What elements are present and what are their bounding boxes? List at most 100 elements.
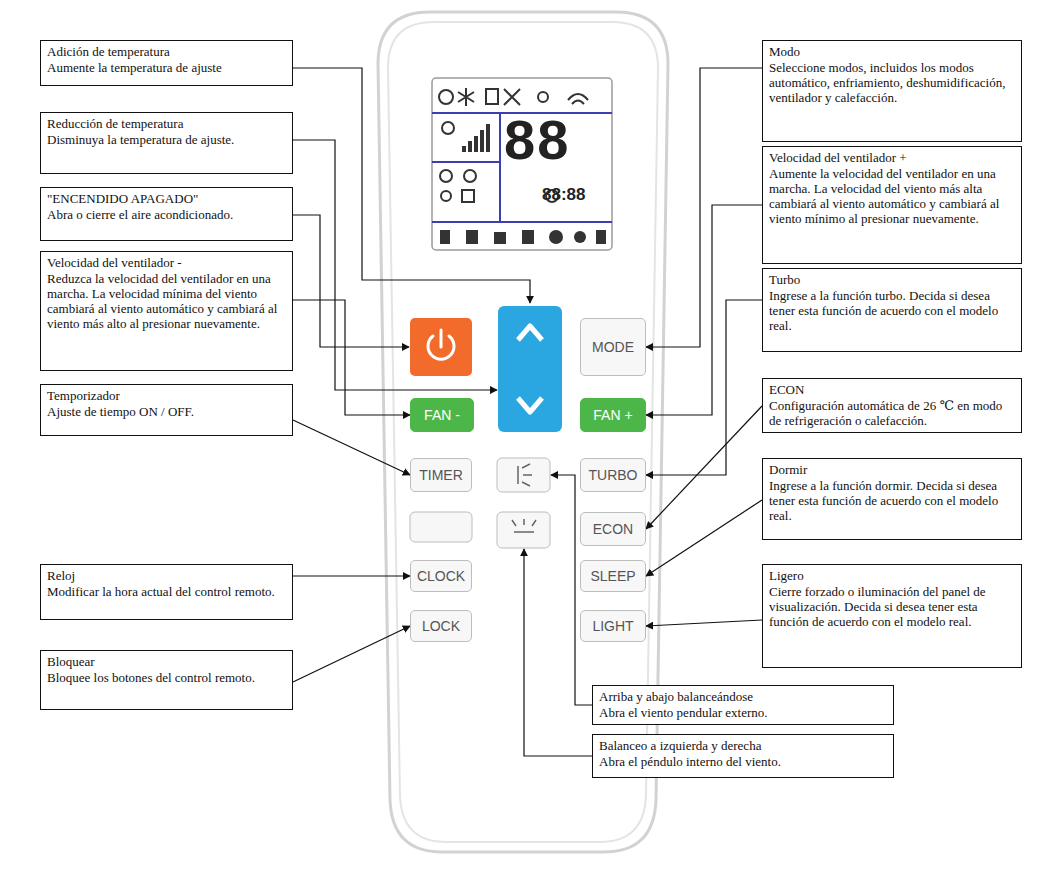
lcd-icon xyxy=(442,122,454,134)
lcd-icon xyxy=(574,231,586,243)
callout-heading: Modo xyxy=(769,44,1015,59)
callout-box: BloquearBloquee los botones del control … xyxy=(40,650,293,710)
leader-line xyxy=(293,215,409,347)
callout-heading: Adición de temperatura xyxy=(47,44,286,59)
callout-text: Aumente la velocidad del ventilador en u… xyxy=(769,166,1015,226)
callout-text: Ingrese a la función turbo. Decida si de… xyxy=(769,288,1015,333)
lcd-bar xyxy=(480,130,484,152)
callout-box: Velocidad del ventilador +Aumente la vel… xyxy=(762,146,1022,264)
leader-line xyxy=(646,205,762,415)
lcd-icon xyxy=(464,170,476,182)
callout-box: RelojModificar la hora actual del contro… xyxy=(40,564,293,620)
leader-line xyxy=(293,626,410,682)
callout-box: Adición de temperaturaAumente la tempera… xyxy=(40,40,293,86)
leader-line xyxy=(293,140,497,390)
callout-heading: ECON xyxy=(769,382,1015,397)
callout-heading: "ENCENDIDO APAGADO" xyxy=(47,191,286,206)
lcd-icon xyxy=(441,191,451,201)
leader-line xyxy=(646,500,762,576)
button-label: FAN - xyxy=(424,407,460,423)
lcd-icon xyxy=(486,89,498,104)
button-label: LIGHT xyxy=(592,618,633,634)
leader-line xyxy=(646,68,762,347)
remote-button: LIGHT xyxy=(580,610,646,642)
swing-updown-button xyxy=(497,458,550,492)
callout-heading: Turbo xyxy=(769,272,1015,287)
lcd-divider xyxy=(432,221,612,223)
lcd-icon xyxy=(458,88,474,106)
leader-line xyxy=(293,575,410,576)
callout-heading: Bloquear xyxy=(47,654,286,669)
lcd-icon xyxy=(440,230,450,244)
button-label: LOCK xyxy=(422,618,460,634)
lcd-icon xyxy=(440,170,452,182)
callout-box: "ENCENDIDO APAGADO"Abra o cierre el aire… xyxy=(40,187,293,241)
button-label: SLEEP xyxy=(590,568,635,584)
remote-button: MODE xyxy=(580,318,646,376)
remote-button: TIMER xyxy=(410,458,472,492)
callout-box: TemporizadorAjuste de tiempo ON / OFF. xyxy=(40,384,293,436)
callout-box: ECONConfiguración automática de 26 ℃ en … xyxy=(762,378,1022,433)
callout-box: ModoSeleccione modos, incluidos los modo… xyxy=(762,40,1022,142)
remote-button: LOCK xyxy=(410,610,472,642)
callout-box: Arriba y abajo balanceándoseAbra el vien… xyxy=(592,685,894,725)
power-symbol xyxy=(428,330,454,359)
button-label: FAN + xyxy=(593,407,632,423)
up-chevron xyxy=(518,326,542,340)
callout-heading: Velocidad del ventilador + xyxy=(769,150,1015,165)
remote-button: FAN - xyxy=(410,398,474,432)
button-label: ECON xyxy=(593,521,633,537)
callout-text: Configuración automática de 26 ℃ en modo… xyxy=(769,398,1015,428)
lcd-icon xyxy=(596,230,606,244)
button-label: TIMER xyxy=(419,467,463,483)
leader-line xyxy=(646,406,762,529)
remote-button: FAN + xyxy=(580,398,646,432)
button-label: TURBO xyxy=(589,467,638,483)
callout-box: Balanceo a izquierda y derechaAbra el pé… xyxy=(592,734,894,778)
callout-text: Abra el viento pendular externo. xyxy=(599,705,887,720)
remote-button: SLEEP xyxy=(580,560,646,592)
swing-leftright-button xyxy=(497,512,550,548)
down-chevron xyxy=(518,398,542,412)
callout-heading: Temporizador xyxy=(47,388,286,403)
leader-line xyxy=(646,620,762,626)
callout-text: Disminuya la temperatura de ajuste. xyxy=(47,132,286,147)
callout-text: Abra el péndulo interno del viento. xyxy=(599,754,887,769)
lcd-digits: 88 xyxy=(504,112,570,168)
callout-box: Reducción de temperaturaDisminuya la tem… xyxy=(40,112,293,174)
lcd-icon xyxy=(538,92,548,102)
callout-text: Bloquee los botones del control remoto. xyxy=(47,670,286,685)
callout-box: Velocidad del ventilador -Reduzca la vel… xyxy=(40,251,293,371)
callout-heading: Ligero xyxy=(769,568,1015,583)
callout-box: TurboIngrese a la función turbo. Decida … xyxy=(762,268,1022,352)
lcd-bar xyxy=(486,124,490,152)
lcd-bar xyxy=(474,136,478,152)
leader-line xyxy=(293,300,410,415)
lcd-icon xyxy=(466,230,478,244)
remote-button: CLOCK xyxy=(410,560,472,592)
temperature-button xyxy=(498,306,562,432)
lcd-icon xyxy=(462,190,474,202)
callout-heading: Velocidad del ventilador - xyxy=(47,255,286,270)
callout-box: DormirIngrese a la función dormir. Decid… xyxy=(762,458,1022,540)
leader-line xyxy=(293,68,530,303)
lcd-bar xyxy=(462,146,466,152)
lcd-icon xyxy=(494,232,506,244)
callout-text: Ingrese a la función dormir. Decida si d… xyxy=(769,478,1015,523)
callout-text: Abra o cierre el aire acondicionado. xyxy=(47,207,286,222)
callout-heading: Arriba y abajo balanceándose xyxy=(599,689,887,704)
button-label: CLOCK xyxy=(417,568,465,584)
callout-text: Cierre forzado o iluminación del panel d… xyxy=(769,584,1015,629)
remote-body xyxy=(378,12,668,852)
callout-text: Reduzca la velocidad del ventilador en u… xyxy=(47,271,286,331)
callout-box: LigeroCierre forzado o iluminación del p… xyxy=(762,564,1022,668)
button-label: MODE xyxy=(592,339,634,355)
callout-heading: Reloj xyxy=(47,568,286,583)
blank-button xyxy=(410,512,472,542)
lcd-bar xyxy=(468,141,472,152)
lcd-icon xyxy=(504,89,520,105)
callout-text: Modificar la hora actual del control rem… xyxy=(47,584,286,599)
remote-button: ECON xyxy=(580,512,646,546)
callout-heading: Reducción de temperatura xyxy=(47,116,286,131)
